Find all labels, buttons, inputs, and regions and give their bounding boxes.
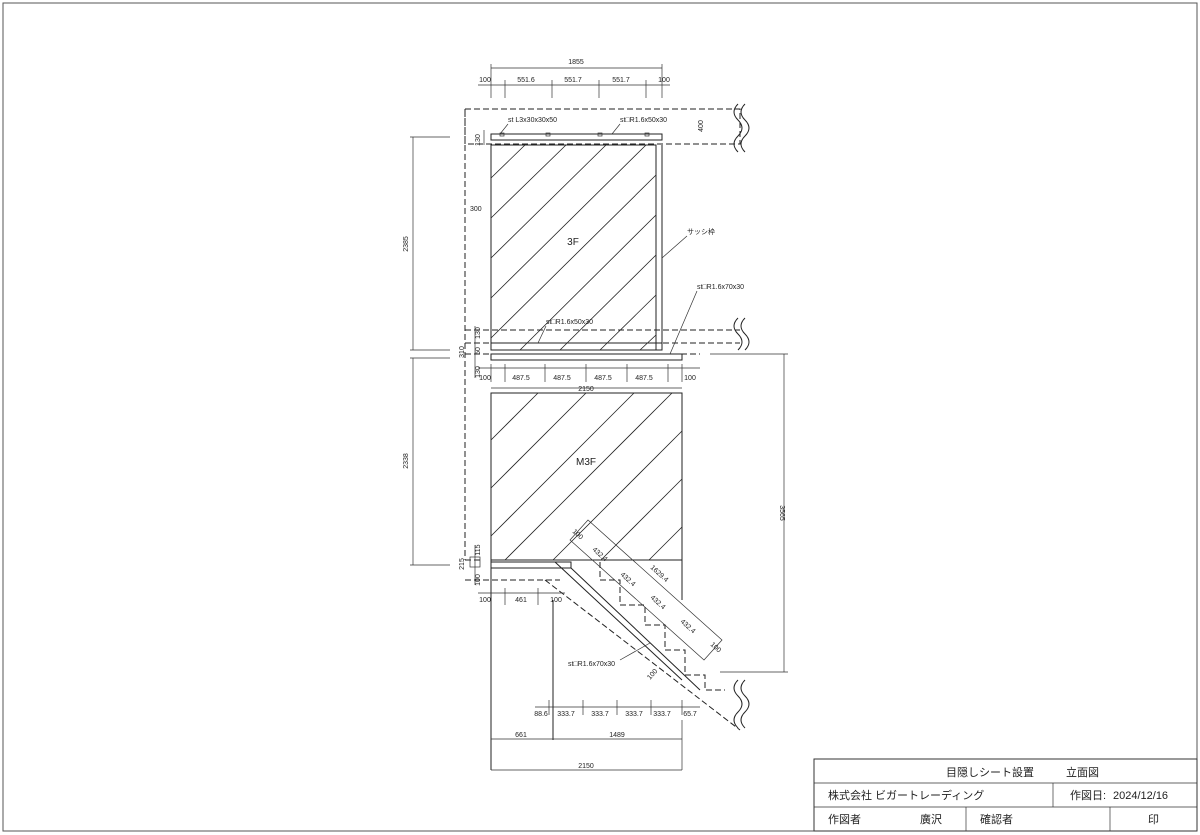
room-label-m3f: M3F [576,457,596,468]
label-top-left-member: st L3x30x30x50 [508,117,557,124]
dim-low-a-0: 100 [479,597,491,604]
dim-right-400: 400 [698,120,705,132]
dim-left-215: 215 [459,558,466,570]
dim-left-310: 310 [459,346,466,358]
dim-mid-total: 2150 [578,386,594,393]
title-block-checker-label: 確認者 [980,812,1013,826]
dim-top-seg-1: 551.6 [517,77,535,84]
dim-top-seg-0: 100 [479,77,491,84]
dim-mid-seg-1: 487.5 [512,375,530,382]
lower-dimension-group: 100 461 100 88.6 333.7 333.7 333.7 333.7… [478,588,700,771]
dim-low-b-1: 333.7 [557,711,575,718]
dim-low-a-2: 100 [550,597,562,604]
title-block-drafter-label: 作図者 [828,813,861,826]
dim-mid-seg-5: 100 [684,375,696,382]
title-block-company: 株式会社 ビガートレーディング [828,788,984,802]
member-labels: st L3x30x30x50 st□R1.6x50x30 サッシ枠 st□R1.… [499,117,744,668]
dim-low-c-0: 661 [515,732,527,739]
dim-diag-7: 100 [646,668,659,681]
dim-left-50: 50 [475,347,482,355]
dim-low-total: 2150 [578,763,594,770]
dim-low-b-2: 333.7 [591,711,609,718]
dim-diag-5: 432.4 [679,618,697,635]
dim-left-300: 300 [470,206,482,213]
title-block-drafter: 廣沢 [920,812,942,826]
left-dimension-group: 2385 2338 130 300 130 50 310 130 215 115… [403,130,485,586]
label-sash: サッシ枠 [687,227,715,236]
dim-top-seg-2: 551.7 [564,77,582,84]
dim-diag-4: 432.4 [649,594,667,611]
dim-left-2338: 2338 [403,453,410,469]
title-block-date: 2024/12/16 [1113,790,1168,802]
dim-mid-seg-3: 487.5 [594,375,612,382]
room-label-3f: 3F [567,237,579,248]
title-block: 目隠しシート設置 立面図 株式会社 ビガートレーディング 作図日: 2024/1… [813,758,1198,832]
top-dimension-group: 1855 100 551.6 551.7 551.7 100 [478,59,670,98]
dim-left-2385: 2385 [403,236,410,252]
upper-floor-group: 400 3F [464,103,750,560]
dim-mid-seg-0: 100 [479,375,491,382]
dim-left-130a: 130 [475,134,482,146]
label-mid-member: st□R1.6x50x30 [546,319,593,326]
title-block-title: 目隠しシート設置 [946,765,1034,779]
dim-top-total: 1855 [568,59,584,66]
dim-mid-seg-4: 487.5 [635,375,653,382]
dim-diag-0: 100 [571,528,584,541]
title-block-view: 立面図 [1066,765,1099,779]
label-stair-member: st□R1.6x70x30 [568,661,615,668]
dim-top-seg-4: 100 [658,77,670,84]
dim-low-a-1: 461 [515,597,527,604]
dim-low-b-5: 65.7 [683,711,697,718]
lower-floor-group: M3F [465,392,683,770]
dim-low-c-1: 1489 [609,732,625,739]
label-top-right-member: st□R1.6x50x30 [620,117,667,124]
dim-top-seg-3: 551.7 [612,77,630,84]
dim-low-b-0: 88.6 [534,711,548,718]
dim-right-3565: 3565 [778,505,785,521]
dim-low-b-4: 333.7 [653,711,671,718]
dim-left-115: 115 [475,544,482,555]
dim-low-b-3: 333.7 [625,711,643,718]
title-block-seal: 印 [1148,813,1159,826]
right-dimension-group: 3565 [710,353,788,673]
dim-diag-2: 1629.4 [649,564,670,584]
dim-left-100: 100 [475,574,482,586]
dim-left-130c: 130 [475,366,482,378]
label-right-member: st□R1.6x70x30 [697,284,744,291]
dim-left-130b: 130 [475,327,482,339]
title-block-date-label: 作図日: [1070,789,1106,802]
stair-group: 100 432.4 1629.4 432.4 432.4 432.4 100 1… [544,519,750,731]
dim-mid-seg-2: 487.5 [553,375,571,382]
mid-band-group: 100 487.5 487.5 487.5 487.5 100 2150 [465,353,700,393]
